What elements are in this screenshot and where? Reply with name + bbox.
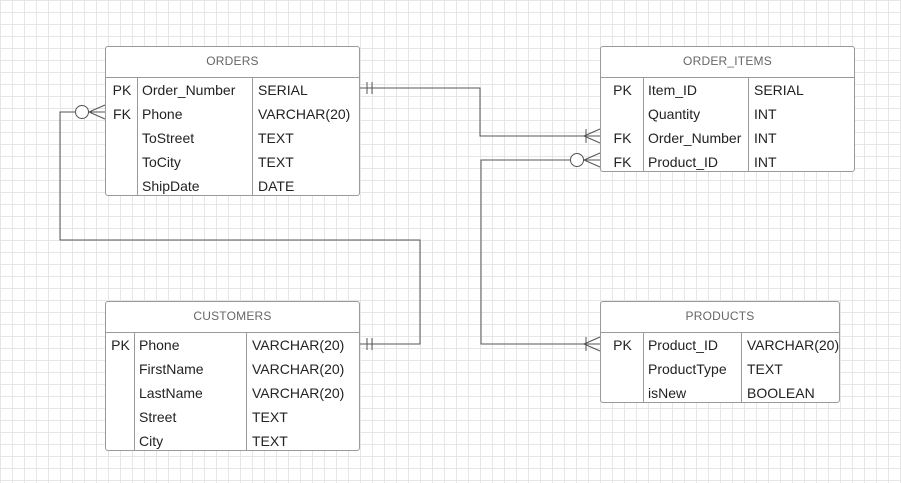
table-row[interactable]: PK Phone VARCHAR(20) [106, 333, 359, 357]
field-type: SERIAL [258, 82, 308, 98]
table-row[interactable]: LastName VARCHAR(20) [106, 381, 359, 405]
column-divider [246, 333, 247, 450]
key-cell [601, 381, 644, 402]
field-name: isNew [648, 385, 687, 401]
field-name: FirstName [139, 361, 204, 377]
table-row[interactable]: ProductType TEXT [601, 357, 839, 381]
field-name: ProductType [648, 361, 727, 377]
zero-marker [570, 153, 584, 167]
table-row[interactable]: PK Order_Number SERIAL [106, 78, 359, 102]
zero-marker [75, 105, 89, 119]
table-row[interactable]: Street TEXT [106, 405, 359, 429]
field-name: Order_Number [648, 130, 742, 146]
crowfoot-marker [583, 128, 601, 144]
table-row[interactable]: ToStreet TEXT [106, 126, 359, 150]
field-name: LastName [139, 385, 203, 401]
field-type: BOOLEAN [747, 385, 815, 401]
entity-title: CUSTOMERS [106, 302, 359, 333]
table-row[interactable]: ToCity TEXT [106, 150, 359, 174]
key-cell: PK [613, 82, 632, 98]
column-divider [137, 78, 138, 195]
field-type: DATE [258, 178, 295, 194]
column-divider [134, 333, 135, 450]
field-type: TEXT [258, 154, 294, 170]
field-name: Phone [139, 337, 180, 353]
key-cell [106, 150, 138, 174]
field-name: ToCity [142, 154, 181, 170]
field-type: VARCHAR(20) [252, 361, 345, 377]
key-cell: FK [613, 154, 632, 170]
field-type: TEXT [258, 130, 294, 146]
entity-title: PRODUCTS [601, 302, 839, 333]
field-name: City [139, 433, 164, 449]
column-divider [252, 78, 253, 195]
key-cell [106, 429, 135, 450]
table-row[interactable]: FirstName VARCHAR(20) [106, 357, 359, 381]
key-cell: PK [112, 82, 132, 98]
table-row[interactable]: Quantity INT [601, 102, 854, 126]
field-type: INT [754, 130, 777, 146]
entity-body: PK Item_ID SERIAL Quantity INT FK Order_… [601, 78, 854, 171]
key-cell: PK [111, 337, 130, 353]
key-cell [601, 357, 644, 381]
entity-products[interactable]: PRODUCTS PK Product_ID VARCHAR(20) Produ… [600, 301, 840, 403]
entity-title: ORDER_ITEMS [601, 47, 854, 78]
table-row[interactable]: City TEXT [106, 429, 359, 450]
field-name: Quantity [648, 106, 701, 122]
field-name: Item_ID [648, 82, 698, 98]
table-row[interactable]: FK Product_ID INT [601, 150, 854, 171]
table-row[interactable]: FK Phone VARCHAR(20) [106, 102, 359, 126]
column-divider [643, 78, 644, 171]
column-divider [643, 333, 644, 402]
field-name: ShipDate [142, 178, 200, 194]
field-name: Order_Number [142, 82, 236, 98]
entity-customers[interactable]: CUSTOMERS PK Phone VARCHAR(20) FirstName… [105, 301, 360, 451]
field-name: Product_ID [648, 154, 719, 170]
field-type: INT [754, 106, 777, 122]
field-type: TEXT [252, 433, 288, 449]
relationship-orders-order-items[interactable] [360, 87, 600, 137]
table-row[interactable]: PK Item_ID SERIAL [601, 78, 854, 102]
field-type: TEXT [252, 409, 288, 425]
key-cell: FK [113, 106, 131, 122]
crowfoot-marker [583, 152, 601, 168]
entity-title: ORDERS [106, 47, 359, 78]
key-cell [106, 405, 135, 429]
field-name: Street [139, 409, 177, 425]
entity-orders[interactable]: ORDERS PK Order_Number SERIAL FK Phone V… [105, 46, 360, 196]
field-name: Product_ID [647, 337, 718, 353]
field-type: VARCHAR(20) [252, 337, 345, 353]
entity-order-items[interactable]: ORDER_ITEMS PK Item_ID SERIAL Quantity I… [600, 46, 855, 172]
key-cell [106, 126, 138, 150]
field-type: SERIAL [754, 82, 804, 98]
table-row[interactable]: isNew BOOLEAN [601, 381, 839, 402]
key-cell: FK [613, 130, 632, 146]
entity-body: PK Phone VARCHAR(20) FirstName VARCHAR(2… [106, 333, 359, 450]
key-cell [601, 102, 644, 126]
field-type: TEXT [747, 361, 783, 377]
key-cell [106, 174, 138, 195]
table-row[interactable]: FK Order_Number INT [601, 126, 854, 150]
field-type: VARCHAR(20) [746, 337, 839, 353]
crowfoot-marker [583, 336, 601, 352]
field-type: VARCHAR(20) [258, 106, 351, 122]
field-name: ToStreet [142, 130, 195, 146]
key-cell [106, 357, 135, 381]
table-row[interactable]: ShipDate DATE [106, 174, 359, 195]
column-divider [741, 333, 742, 402]
entity-body: PK Product_ID VARCHAR(20) ProductType TE… [601, 333, 839, 402]
field-type: VARCHAR(20) [252, 385, 345, 401]
table-row[interactable]: PK Product_ID VARCHAR(20) [601, 333, 839, 357]
relationship-customers-orders[interactable] [59, 111, 421, 345]
key-cell: PK [613, 337, 632, 353]
column-divider [748, 78, 749, 171]
key-cell [106, 381, 135, 405]
relationship-products-order-items[interactable] [480, 159, 600, 345]
field-name: Phone [142, 106, 183, 122]
entity-body: PK Order_Number SERIAL FK Phone VARCHAR(… [106, 78, 359, 195]
crowfoot-marker [88, 104, 106, 120]
field-type: INT [754, 154, 777, 170]
